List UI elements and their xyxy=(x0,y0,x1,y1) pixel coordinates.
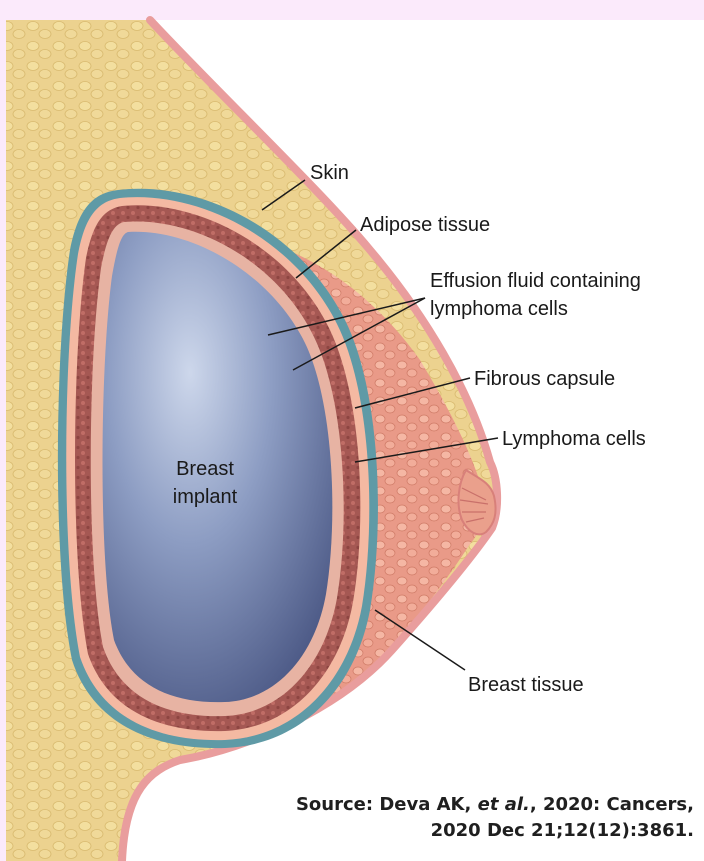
label-effusion-line2: lymphoma cells xyxy=(430,296,568,322)
label-breast-implant-line2: implant xyxy=(165,484,245,510)
label-skin: Skin xyxy=(310,160,349,186)
label-effusion-line1: Effusion fluid containing xyxy=(430,268,641,294)
source-line-1: Source: Deva AK, et al., 2020: Cancers, xyxy=(296,792,694,818)
source-etal: et al. xyxy=(478,794,530,815)
label-fibrous-capsule: Fibrous capsule xyxy=(474,366,615,392)
source-prefix: Source: Deva AK, xyxy=(296,794,478,815)
label-breast-implant-line1: Breast xyxy=(165,456,245,482)
source-citation: Source: Deva AK, et al., 2020: Cancers, … xyxy=(296,792,694,844)
label-breast-tissue: Breast tissue xyxy=(468,672,584,698)
label-lymphoma-cells: Lymphoma cells xyxy=(502,426,646,452)
source-suffix: , 2020: Cancers, xyxy=(530,794,694,815)
label-adipose-tissue: Adipose tissue xyxy=(360,212,490,238)
source-line-2: 2020 Dec 21;12(12):3861. xyxy=(296,818,694,844)
